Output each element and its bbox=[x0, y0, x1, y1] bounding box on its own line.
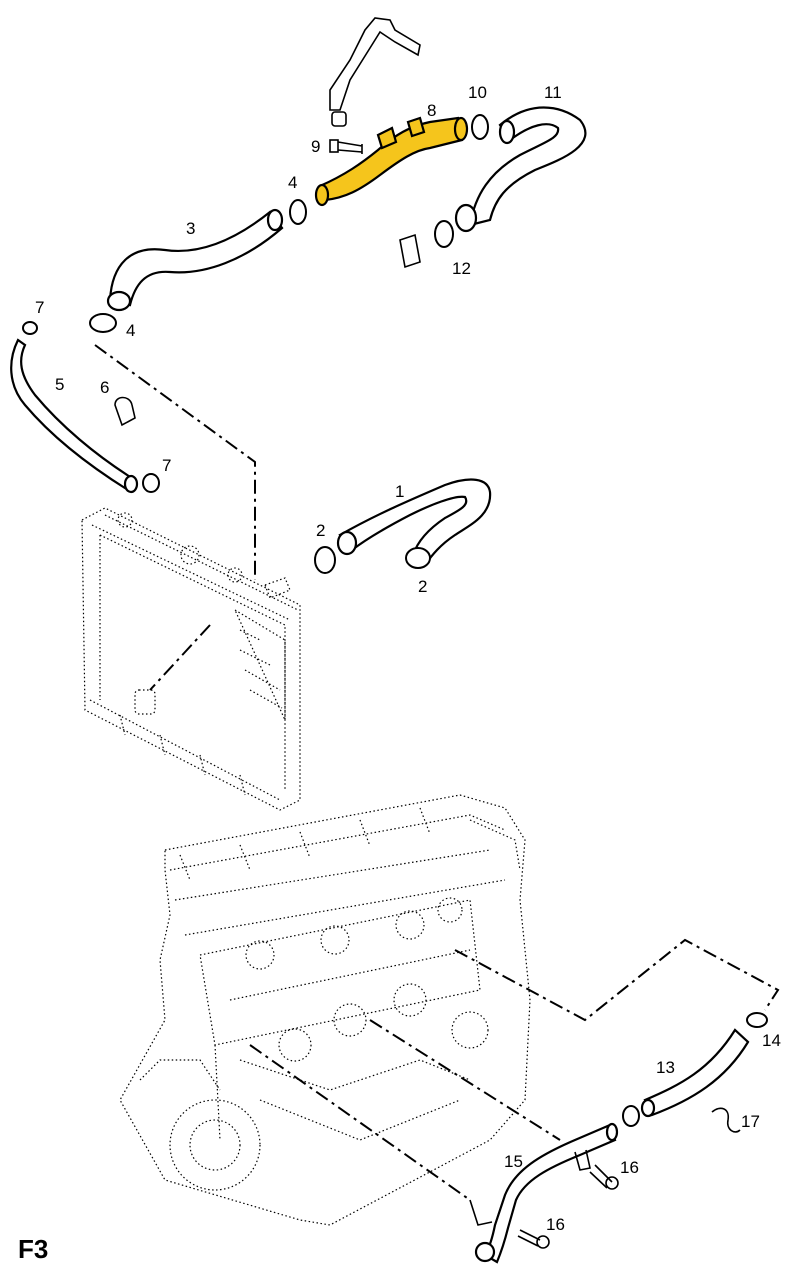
callout-2-lower: 2 bbox=[418, 577, 427, 596]
hose-13 bbox=[640, 1028, 750, 1118]
callout-15: 15 bbox=[504, 1152, 523, 1171]
callout-16-lower: 16 bbox=[546, 1215, 565, 1234]
clamps bbox=[22, 114, 768, 1133]
callout-17: 17 bbox=[741, 1112, 760, 1131]
callout-2-upper: 2 bbox=[316, 521, 325, 540]
bolts bbox=[329, 139, 619, 1249]
callout-4-lower: 4 bbox=[126, 321, 135, 340]
callout-13: 13 bbox=[656, 1058, 675, 1077]
callout-16-upper: 16 bbox=[620, 1158, 639, 1177]
hose-1 bbox=[336, 478, 492, 567]
callout-7-lower: 7 bbox=[162, 456, 171, 475]
callout-3: 3 bbox=[186, 219, 195, 238]
hose-3 bbox=[106, 208, 284, 312]
assembly-lines bbox=[94, 344, 780, 1201]
callout-14: 14 bbox=[762, 1031, 781, 1050]
callout-10: 10 bbox=[468, 83, 487, 102]
callout-4-upper: 4 bbox=[288, 173, 297, 192]
callout-1: 1 bbox=[395, 482, 404, 501]
coolant-pipe-8-highlighted bbox=[314, 116, 469, 207]
hose-11 bbox=[454, 106, 587, 233]
callout-11: 11 bbox=[544, 83, 562, 102]
breather-tube bbox=[329, 17, 421, 127]
figure-tag: F3 bbox=[18, 1234, 48, 1264]
pipe-15 bbox=[469, 1122, 619, 1264]
engine-block bbox=[119, 794, 531, 1226]
callout-9: 9 bbox=[311, 137, 320, 156]
callout-12: 12 bbox=[452, 259, 471, 278]
callout-7-upper: 7 bbox=[35, 298, 44, 317]
callout-labels: 1 2 2 3 4 4 5 6 7 7 8 9 10 11 12 13 14 1… bbox=[35, 83, 781, 1234]
callout-5: 5 bbox=[55, 375, 64, 394]
callout-6: 6 bbox=[100, 378, 109, 397]
callout-8: 8 bbox=[427, 101, 436, 120]
hose-5 bbox=[10, 338, 139, 494]
radiator bbox=[81, 507, 301, 811]
